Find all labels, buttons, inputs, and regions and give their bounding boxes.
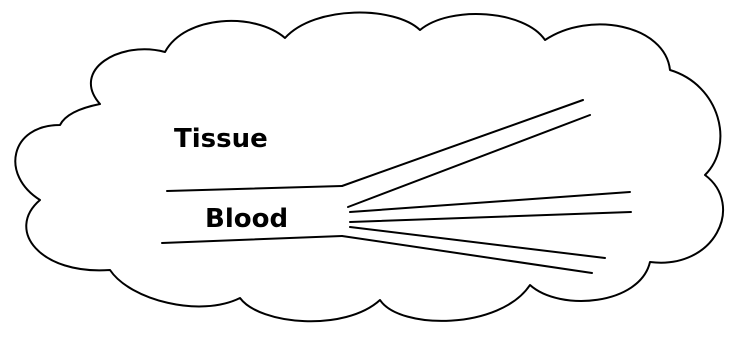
tissue-label: Tissue <box>174 124 268 154</box>
blood-label: Blood <box>205 204 288 234</box>
branch-middle-wall-bottom <box>350 212 631 222</box>
branch-upper-wall-top <box>342 100 583 186</box>
branch-upper-wall-bottom <box>348 115 590 207</box>
cloud-outline <box>15 13 723 322</box>
branch-middle-wall-top <box>350 192 630 212</box>
vessel-wall-bottom <box>162 236 342 243</box>
vessel-wall-top <box>167 186 342 191</box>
